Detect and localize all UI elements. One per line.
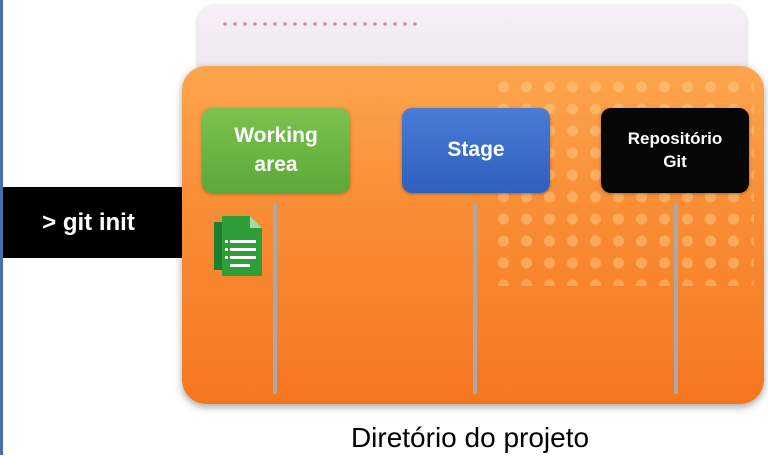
repository-box: Repositório Git	[601, 108, 749, 193]
working-area-box: Working area	[202, 108, 350, 193]
working-area-line	[273, 203, 277, 394]
working-area-label: Working area	[234, 124, 318, 176]
stage-label: Stage	[447, 138, 505, 162]
repository-line	[674, 203, 678, 394]
stage-line	[473, 203, 477, 394]
folder-back-dots	[220, 21, 420, 27]
project-directory-caption: Diretório do projeto	[350, 422, 590, 453]
document-icon	[214, 216, 262, 276]
stage-box: Stage	[402, 108, 550, 193]
command-label: > git init	[42, 208, 135, 236]
left-edge-border	[0, 0, 3, 455]
git-init-command: > git init	[3, 187, 182, 258]
repository-label: Repositório Git	[627, 128, 723, 171]
